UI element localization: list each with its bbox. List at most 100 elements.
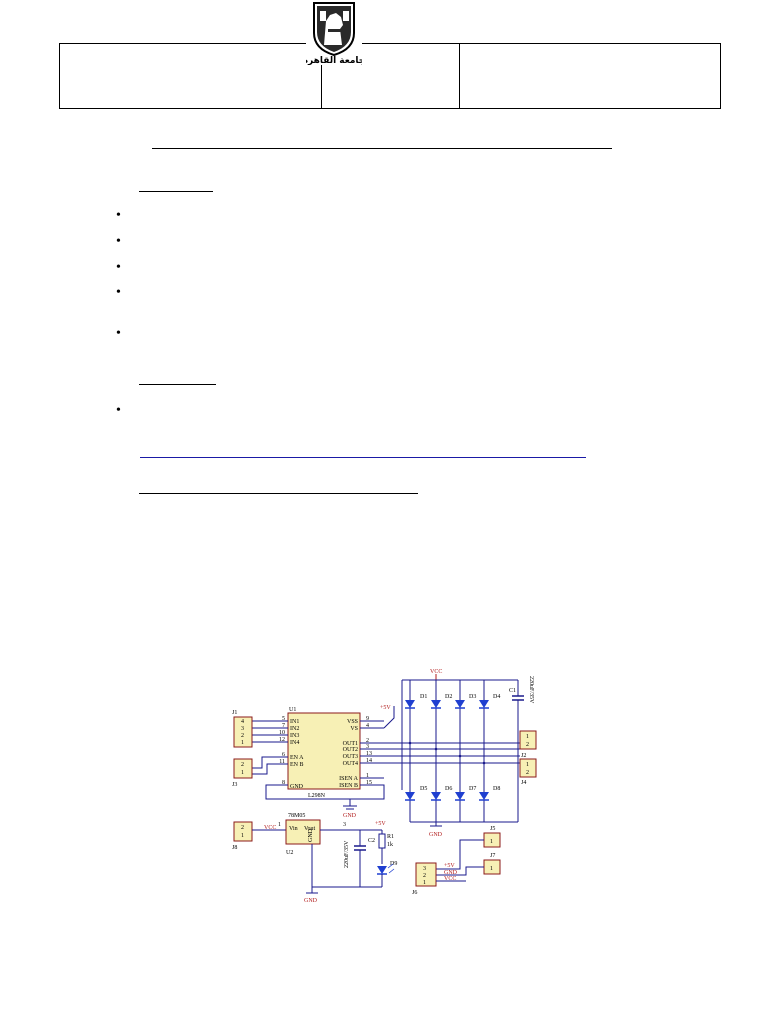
- j4-ref: J4: [521, 780, 526, 786]
- diode-d2: D2: [445, 694, 452, 700]
- u1-part: L298N: [308, 793, 326, 799]
- u1-pin-num-14: 14: [366, 758, 372, 764]
- j2-pin-2: 2: [526, 742, 529, 748]
- net-gnd-u2: GND: [304, 898, 318, 904]
- u1-pin-num-3: 3: [366, 744, 369, 750]
- u1-pin-gnd: GND: [290, 784, 304, 790]
- u1-pin-ena: EN A: [290, 755, 304, 761]
- section1-bullet-5: •: [116, 326, 121, 341]
- u1-pin-in3: IN3: [290, 733, 299, 739]
- u1-pin-num-4: 4: [366, 723, 369, 729]
- j3-pin-1: 1: [241, 770, 244, 776]
- u1-pin-out4: OUT4: [343, 761, 358, 767]
- university-logo: جامعة القاهرة: [303, 0, 365, 66]
- j1-pin-1: 1: [241, 740, 244, 746]
- power-passives: C2 220uF/35V R1 1k D9: [344, 830, 397, 887]
- connector-j3: 2 1 J3: [232, 758, 253, 788]
- net-gnd-bridge: GND: [429, 832, 443, 838]
- u1-pin-num-15: 15: [366, 780, 372, 786]
- j8-pin-1: 1: [241, 833, 244, 839]
- section1-bullet-3: •: [116, 260, 121, 275]
- section1-bullet-2: •: [116, 234, 121, 249]
- hyperlink[interactable]: [140, 457, 586, 458]
- u1-left-pins: 5 7 10 12 IN1 IN2 IN3 IN4 6 11 EN A EN B…: [252, 716, 385, 800]
- connector-j8: 2 1 J8 VCC 1: [232, 821, 286, 851]
- diode-d8: D8: [493, 786, 500, 792]
- diode-d3: D3: [469, 694, 476, 700]
- u1-pin-num-2: 2: [366, 738, 369, 744]
- u1-pin-vs: VS: [350, 726, 358, 732]
- connector-j4: 1 2 J4: [519, 758, 537, 786]
- u1-pin-out1: OUT1: [343, 741, 358, 747]
- c2-value: 220uF/35V: [344, 840, 350, 868]
- j6-ref: J6: [412, 890, 417, 896]
- u1-ref: U1: [289, 707, 296, 713]
- r1-ref: R1: [387, 834, 394, 840]
- u1-pin-isena: ISEN A: [339, 776, 359, 782]
- header-right-cell: [460, 44, 720, 108]
- j6-pin-1: 1: [423, 880, 426, 886]
- section3-heading-underline: [139, 493, 418, 494]
- net-gnd-j6: GND: [444, 870, 458, 876]
- u2-regulator: 78M05 Vin Vout GND U2 GND 3 +5V: [285, 813, 386, 904]
- j7-pin-1: 1: [490, 866, 493, 872]
- u1-pin-num-7: 7: [282, 723, 285, 729]
- u1-pin-isenb: ISEN B: [339, 783, 358, 789]
- r1-value: 1k: [387, 842, 393, 848]
- j1-pin-3: 3: [241, 726, 244, 732]
- j4-pin-2: 2: [526, 770, 529, 776]
- u1-pin-out3: OUT3: [343, 754, 358, 760]
- net-gnd-u1: GND: [343, 813, 357, 819]
- j4-pin-1: 1: [526, 762, 529, 768]
- u1-pin-in4: IN4: [290, 740, 299, 746]
- u1-pin-enb: EN B: [290, 762, 304, 768]
- c1-ref: C1: [509, 688, 516, 694]
- j6-pin-3: 3: [423, 866, 426, 872]
- j5-ref: J5: [490, 826, 495, 832]
- j6-pin-2: 2: [423, 873, 426, 879]
- u1-pin-in1: IN1: [290, 719, 299, 725]
- header-logo-cell: [322, 44, 460, 108]
- u1-pin-num-5: 5: [282, 716, 285, 722]
- u2-pin-3: 3: [343, 822, 346, 828]
- d9-ref: D9: [390, 861, 397, 867]
- net-plus5v-u2: +5V: [375, 821, 386, 827]
- c2-ref: C2: [368, 838, 375, 844]
- j1-pin-4: 4: [241, 719, 244, 725]
- c1-value: 220uF/35V: [528, 676, 534, 704]
- header-table: [59, 43, 721, 109]
- u2-vout: Vout: [304, 826, 316, 832]
- connector-j2: 1 2 J2: [519, 730, 537, 759]
- u1-pin-num-10: 10: [279, 730, 285, 736]
- j1-ref: J1: [232, 710, 237, 716]
- u2-gnd: GND: [308, 828, 314, 842]
- connector-j1: J1 4 3 2 1: [232, 710, 253, 748]
- j3-ref: J3: [232, 782, 237, 788]
- u2-part: 78M05: [288, 813, 305, 819]
- section1-bullet-4: •: [116, 285, 121, 300]
- j7-ref: J7: [490, 853, 495, 859]
- diode-d4: D4: [493, 694, 500, 700]
- u1-pin-num-9: 9: [366, 716, 369, 722]
- logo-caption: جامعة القاهرة: [306, 56, 362, 65]
- j2-ref: J2: [521, 753, 526, 759]
- circuit-schematic: U1 L298N 5 7 10 12 IN1 IN2 IN3 IN4 6 11 …: [232, 669, 537, 904]
- j8-ref: J8: [232, 845, 237, 851]
- u1-l298n-chip: U1 L298N: [287, 707, 361, 799]
- section1-bullet-1: •: [116, 208, 121, 223]
- net-vcc-bridge: VCC: [430, 669, 442, 675]
- header-left-cell: [60, 44, 322, 108]
- net-plus5v-u1: +5V: [380, 705, 391, 711]
- u1-pin-num-6: 6: [282, 752, 285, 758]
- u1-pin-vss: VSS: [347, 719, 358, 725]
- logo-emblem-icon: جامعة القاهرة: [303, 2, 365, 66]
- u2-vin: Vin: [289, 826, 298, 832]
- j8-pin-2: 2: [241, 825, 244, 831]
- net-vcc-j6: VCC: [444, 876, 456, 882]
- j1-pin-2: 2: [241, 733, 244, 739]
- j2-pin-1: 1: [526, 734, 529, 740]
- u1-pin-num-11: 11: [279, 759, 285, 765]
- u1-right-pins: 9 4 VSS VS +5V 2 3 13 14 OUT1 OUT2 OUT3 …: [339, 705, 520, 819]
- section1-heading-underline: [139, 191, 213, 192]
- net-plus5v-j6: +5V: [444, 863, 455, 869]
